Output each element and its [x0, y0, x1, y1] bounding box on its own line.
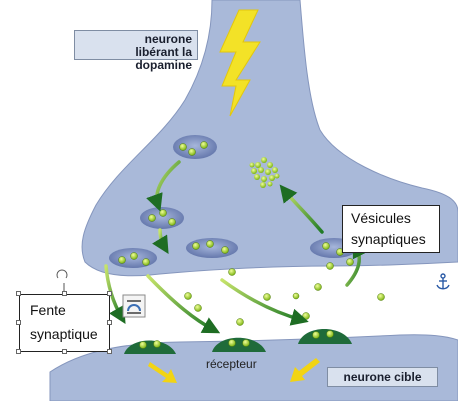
selection-handle[interactable] — [107, 320, 112, 325]
arrow-release — [220, 278, 309, 326]
source-neuron-label-text: neurone libérant la dopamine — [135, 32, 192, 72]
anchor-icon — [436, 273, 450, 290]
arrow-release — [104, 264, 126, 325]
lightning-bolt-icon — [219, 9, 261, 117]
selection-handle[interactable] — [16, 349, 21, 354]
vesicles-label: Vésicules synaptiques — [342, 205, 440, 253]
receptor — [298, 329, 352, 344]
arrow-vesicle-transport — [152, 228, 169, 255]
cleft-label-text: Fente synaptique — [30, 302, 98, 342]
rotate-handle-icon[interactable] — [56, 269, 68, 292]
arrow-recycle — [279, 184, 324, 234]
vesicles-label-text: Vésicules synaptiques — [351, 210, 426, 247]
arrow-release — [146, 274, 221, 334]
source-neuron-label: neurone libérant la dopamine — [74, 30, 198, 72]
receptor — [124, 340, 176, 354]
yellow-arrows — [148, 358, 320, 383]
cleft-label[interactable]: Fente synaptique — [19, 294, 110, 352]
receptors — [124, 329, 352, 354]
arrow-vesicle-transport — [146, 160, 181, 212]
selection-handle[interactable] — [107, 291, 112, 296]
dopamine-cluster — [249, 157, 280, 188]
selection-handle[interactable] — [62, 291, 67, 296]
receptor — [212, 337, 266, 352]
selection-handle[interactable] — [62, 349, 67, 354]
vesicle — [173, 135, 217, 159]
selection-handle[interactable] — [107, 349, 112, 354]
selection-handle[interactable] — [16, 320, 21, 325]
selection-handle[interactable] — [16, 291, 21, 296]
target-neuron-label-text: neurone cible — [343, 370, 422, 384]
target-neuron-label: neurone cible — [327, 367, 438, 387]
arrows — [104, 160, 369, 334]
receptor-label: récepteur — [206, 357, 257, 371]
layout-options-icon[interactable] — [122, 294, 146, 318]
